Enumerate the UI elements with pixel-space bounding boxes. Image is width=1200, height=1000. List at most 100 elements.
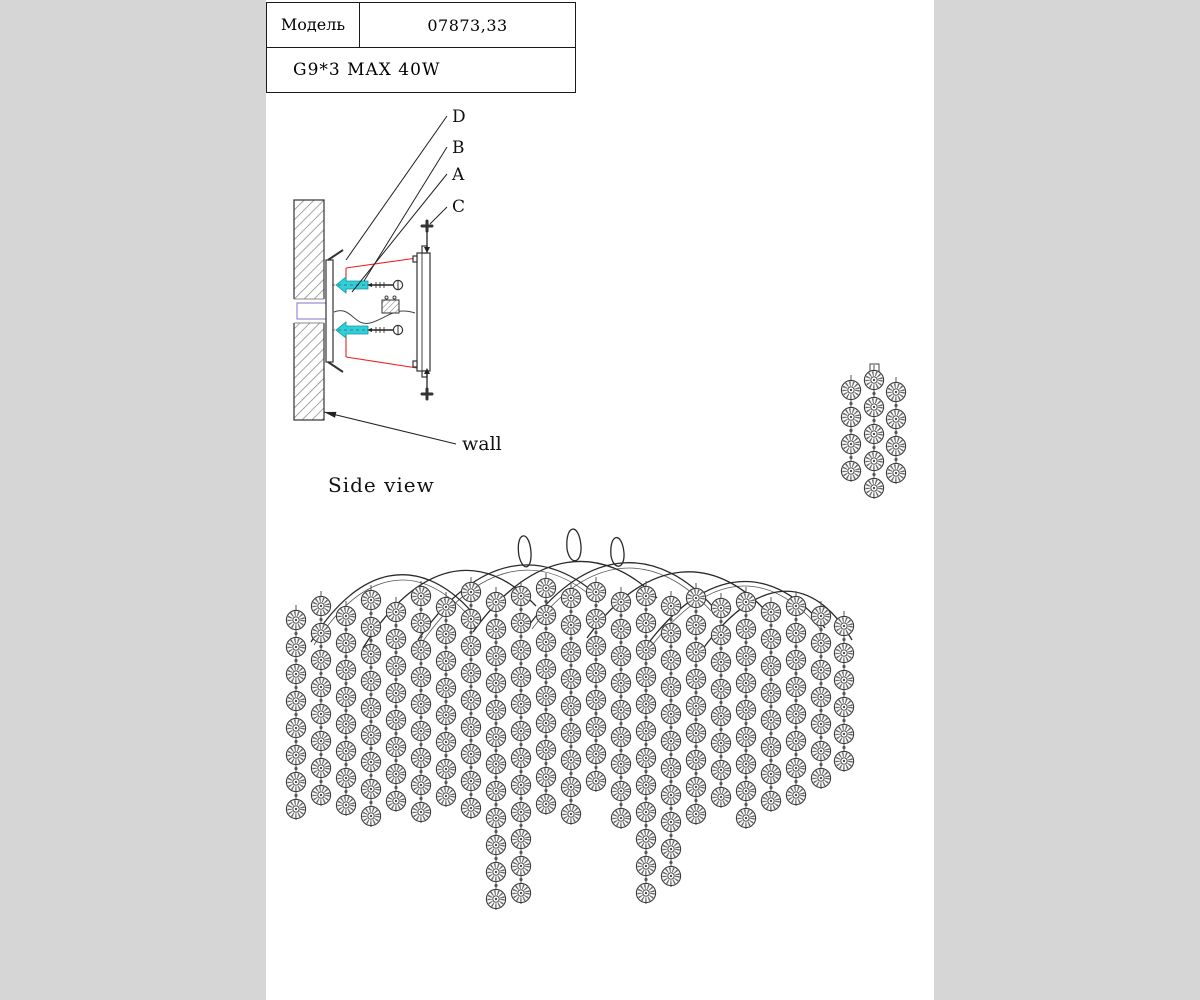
crystal-rosette [661,758,680,777]
crystal-rosette [711,652,730,671]
crystal-rosette [711,625,730,644]
crystal-rosette [511,883,530,902]
crystal-rosette [386,629,405,648]
crystal-rosette [686,750,705,769]
crystal-rosette [461,717,480,736]
crystal-rosette [311,623,330,642]
crystal-rosette [361,752,380,771]
crystal-rosette [286,664,305,683]
crystal-rosette [286,799,305,818]
leader-c [429,206,448,225]
crystal-rosette [561,723,580,742]
crystal-rosette [486,592,505,611]
crystal-rosette [834,616,853,635]
crystal-rosette [661,866,680,885]
crystal-rosette [411,694,430,713]
crystal-rosette [461,609,480,628]
crystal-rosette [511,775,530,794]
crystal-rosette [436,624,455,643]
crystal-rosette [636,586,655,605]
crystal-rosette [661,731,680,750]
crystal-rosette [511,613,530,632]
crystal-rosette [811,606,830,625]
crystal-rosette [311,596,330,615]
crystal-rosette [511,694,530,713]
leader-d [345,115,448,261]
title-block-row-spec: G9*3 MAX 40W [267,47,575,92]
crystal-rosette [411,586,430,605]
crystal-rosette [386,602,405,621]
crystal-rosette [586,636,605,655]
crystal-rosette [834,697,853,716]
crystal-rosette [786,596,805,615]
crystal-rosette [786,677,805,696]
crystal-rosette [761,602,780,621]
crystal-rosette [686,642,705,661]
wall-label-text: wall [462,433,502,455]
crystal-rosette [686,696,705,715]
crystal-rosette [536,659,555,678]
crystal-rosette [286,745,305,764]
crystal-rosette [561,696,580,715]
crystal-rosette [636,640,655,659]
crystal-rosette [511,856,530,875]
crystal-rosette [636,694,655,713]
crystal-rosette [636,856,655,875]
crystal-rosette [411,721,430,740]
crystal-rosette [761,629,780,648]
callout-b: B [452,138,465,158]
callout-d: D [452,107,466,127]
crystal-rosette [661,812,680,831]
crystal-rosette [536,605,555,624]
crystal-rosette [661,596,680,615]
crystal-rosette [486,754,505,773]
crystal-rosette [411,775,430,794]
crystal-strands [286,573,853,910]
crystal-rosette [561,750,580,769]
crystal-rosette [611,808,630,827]
crystal-rosette [736,727,755,746]
crystal-rosette [511,640,530,659]
crystal-rosette [811,714,830,733]
crystal-rosette [736,754,755,773]
crystal-rosette [436,678,455,697]
crystal-rosette [286,772,305,791]
crystal-rosette [886,382,905,401]
crystal-rosette [486,646,505,665]
screw-c-top [420,219,434,253]
crystal-rosette [611,700,630,719]
crystal-rosette [686,723,705,742]
crystal-rosette [336,606,355,625]
crystal-rosette [834,724,853,743]
crystal-rosette [661,650,680,669]
crystal-rosette [864,478,883,497]
crystal-rosette [586,690,605,709]
crystal-rosette [786,704,805,723]
crystal-rosette [361,644,380,663]
crystal-rosette [536,767,555,786]
crystal-rosette [486,619,505,638]
crystal-rosette [761,710,780,729]
crystal-rosette [761,737,780,756]
crystal-rosette [636,775,655,794]
crystal-rosette [841,407,860,426]
crystal-rosette [536,578,555,597]
canopy-outline-red [345,257,418,369]
crystal-rosette [311,785,330,804]
crystal-rosette [686,777,705,796]
crystal-rosette [611,619,630,638]
crystal-rosette [586,771,605,790]
crystal-rosette [686,669,705,688]
crystal-rosette [834,670,853,689]
crystal-rosette [736,646,755,665]
crystal-rosette [486,862,505,881]
crystal-rosette [886,463,905,482]
crystal-rosette [461,771,480,790]
crystal-rosette [736,700,755,719]
crystal-rosette [686,588,705,607]
crystal-rosette [511,748,530,767]
side-view-caption: Side view [328,473,435,497]
crystal-rosette [761,791,780,810]
crystal-rosette [386,737,405,756]
instruction-sheet-page: Модель 07873,33 G9*3 MAX 40W [266,0,934,1000]
